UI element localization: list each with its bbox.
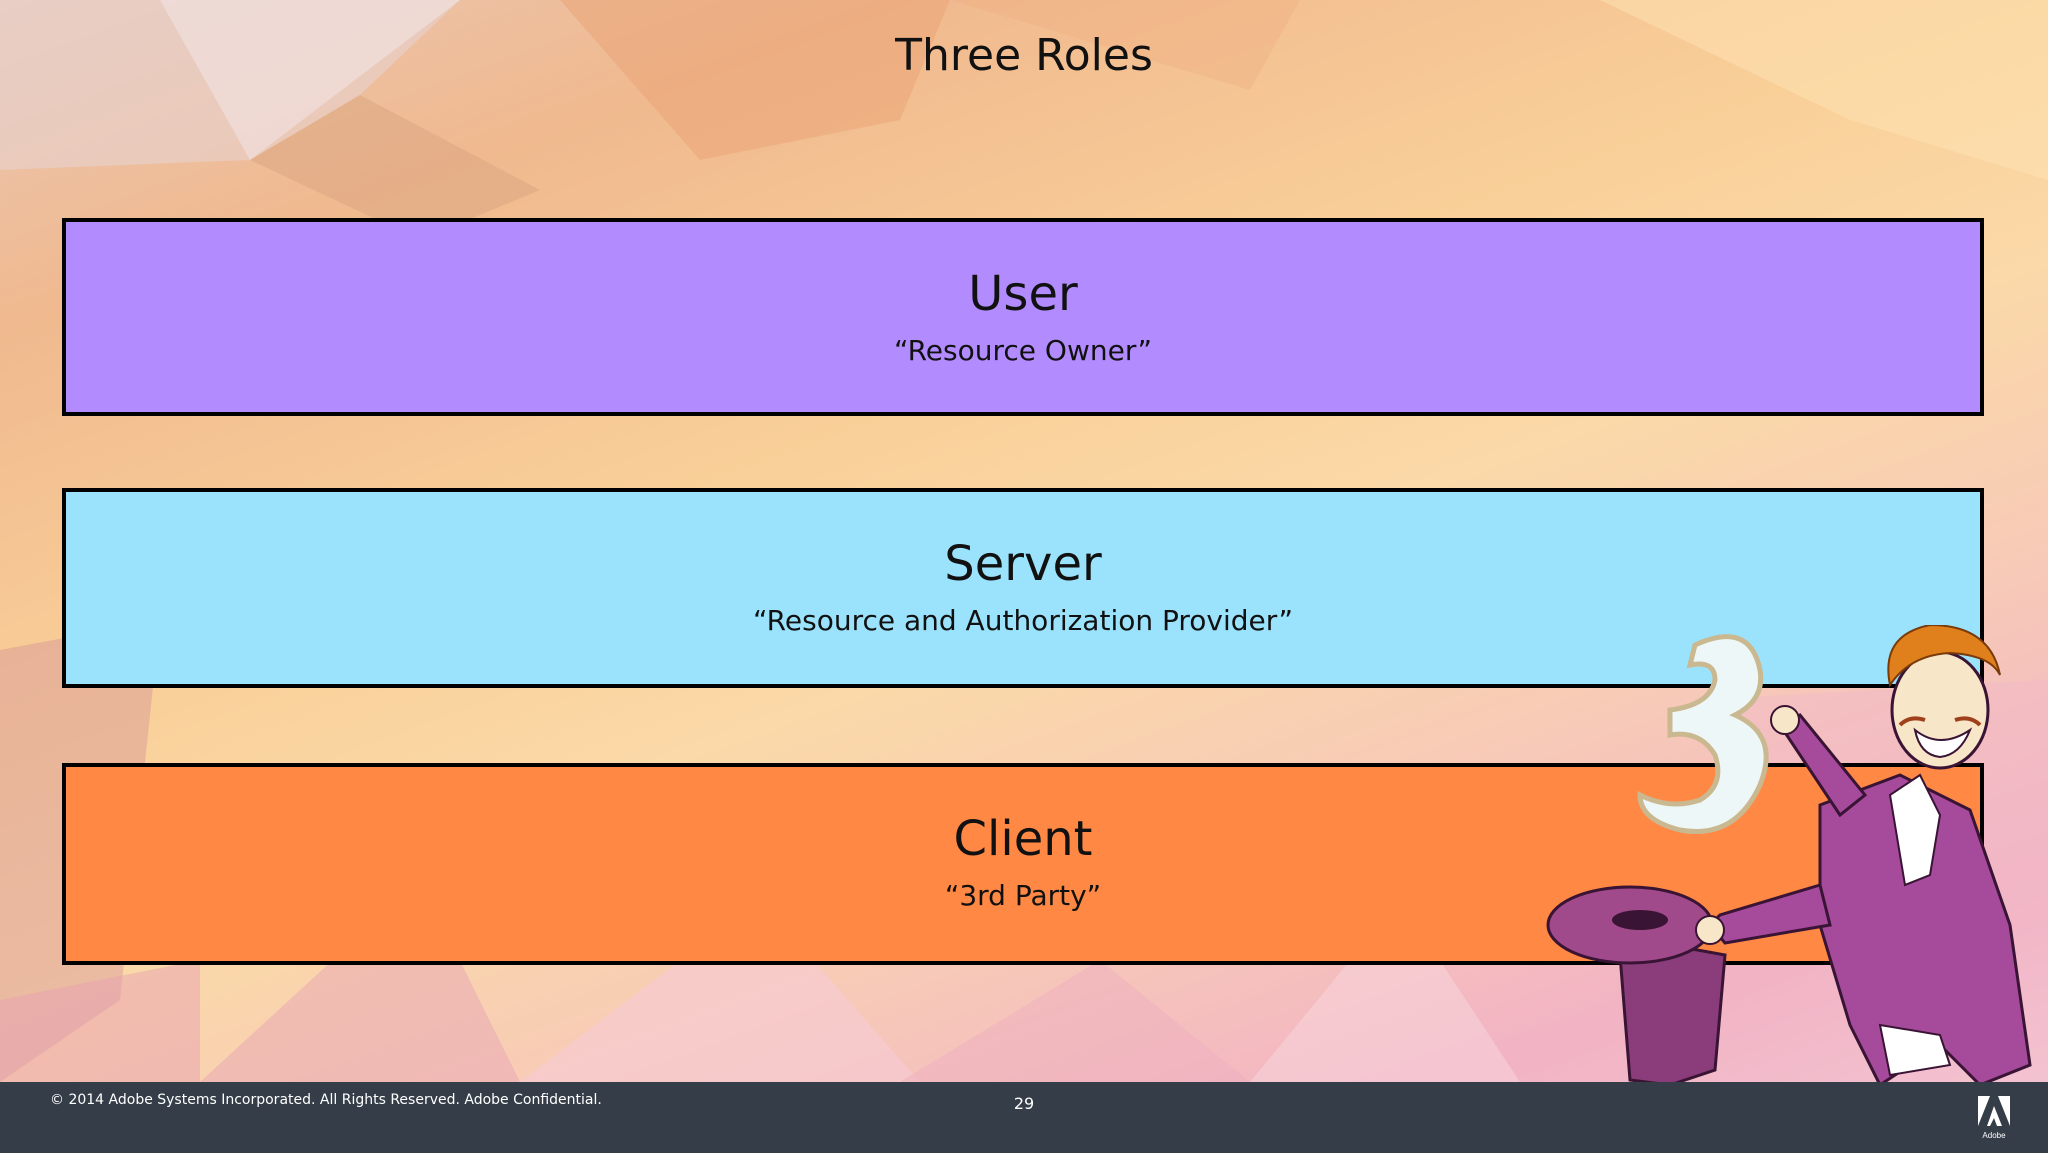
- magician-holding-number-3-icon: [1546, 625, 2032, 1085]
- role-box-server: Server “Resource and Authorization Provi…: [62, 488, 1984, 688]
- role-name-server: Server: [944, 536, 1102, 592]
- role-description-client: “3rd Party”: [944, 879, 1102, 912]
- adobe-logo-icon: Adobe: [1978, 1096, 2010, 1140]
- role-name-user: User: [968, 266, 1078, 322]
- slide-title: Three Roles: [895, 30, 1153, 81]
- page-number: 29: [1013, 1094, 1035, 1113]
- adobe-logo-text: Adobe: [1982, 1131, 2006, 1140]
- copyright-text: © 2014 Adobe Systems Incorporated. All R…: [50, 1092, 602, 1108]
- role-description-user: “Resource Owner”: [893, 334, 1153, 367]
- top-hat-icon: [1546, 885, 1727, 1085]
- slide-footer: © 2014 Adobe Systems Incorporated. All R…: [0, 1082, 2048, 1153]
- role-box-user: User “Resource Owner”: [62, 218, 1984, 416]
- role-name-client: Client: [953, 811, 1093, 867]
- role-description-server: “Resource and Authorization Provider”: [753, 604, 1293, 637]
